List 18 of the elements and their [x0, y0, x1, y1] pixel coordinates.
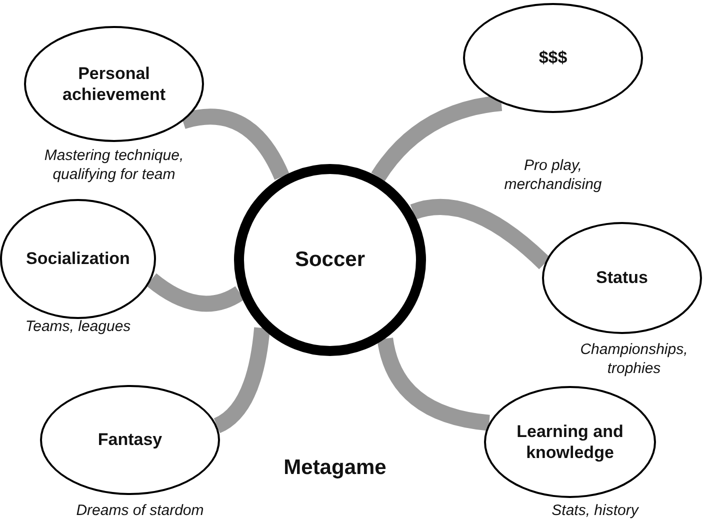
node-caption: Championships, trophies: [579, 340, 689, 378]
node-title: $$$: [538, 47, 568, 69]
node-caption: Stats, history: [550, 501, 640, 520]
diagram-label: Metagame: [282, 455, 388, 481]
node-caption: Mastering technique, qualifying for team: [43, 146, 185, 184]
node-caption: Pro play, merchandising: [503, 156, 603, 194]
connector-band: [146, 273, 244, 312]
connector-band: [180, 108, 290, 180]
node-title: Learning and knowledge: [516, 420, 624, 464]
connector-band: [213, 327, 270, 433]
node-title: Fantasy: [98, 429, 162, 451]
node-title: Soccer: [294, 246, 366, 273]
connector-band: [371, 95, 502, 182]
node-caption: Teams, leagues: [24, 317, 132, 336]
node-caption: Dreams of stardom: [75, 501, 205, 520]
node-title: Personal achievement: [62, 62, 166, 106]
node-title: Socialization: [26, 248, 130, 270]
node-title: Status: [596, 267, 648, 289]
